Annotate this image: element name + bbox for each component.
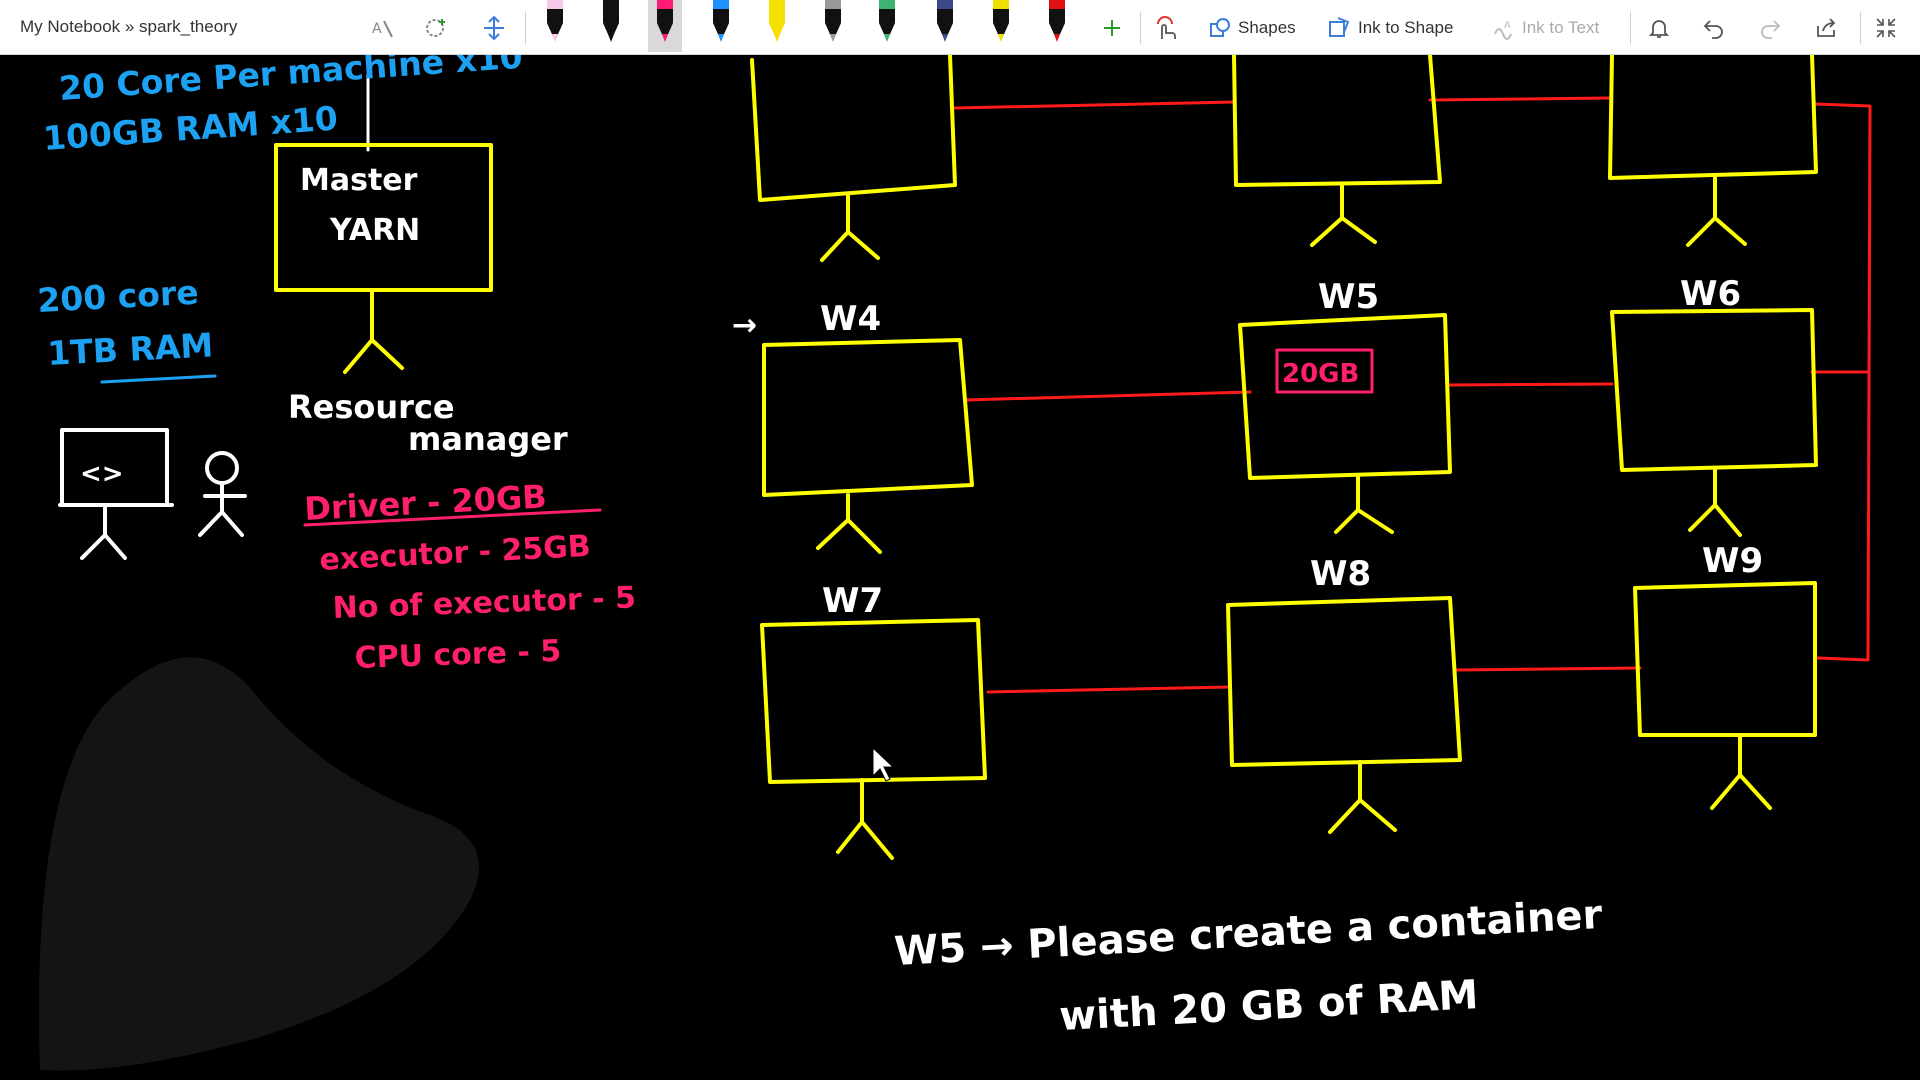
worker-w8 — [1226, 596, 1462, 834]
pen-red-icon[interactable] — [1040, 0, 1074, 52]
w6-label: W6 — [1680, 274, 1741, 314]
container-label: 20GB — [1282, 359, 1359, 389]
toolbar-separator — [525, 12, 526, 44]
onenote-toolbar: My Notebook » spark_theory A Shapes Ink … — [0, 0, 1920, 55]
shapes-button[interactable]: Shapes — [1208, 10, 1296, 46]
highlighter-yellow-icon[interactable] — [760, 0, 794, 52]
drawing-canvas[interactable]: 20 Core Per machine x10 100GB RAM x10 20… — [0, 55, 1920, 1080]
cpu-core-text: CPU core - 5 — [354, 634, 562, 676]
w7-label: W7 — [822, 581, 883, 621]
add-pen-icon[interactable] — [1094, 10, 1130, 46]
pen-green-icon[interactable] — [870, 0, 904, 52]
client-machine — [58, 428, 174, 560]
worker-w7 — [760, 618, 987, 860]
bell-icon[interactable] — [1641, 10, 1677, 46]
total-underline — [100, 374, 217, 384]
ink-to-text-icon: A — [1494, 20, 1512, 40]
resource-label: Resource — [288, 388, 455, 426]
pen-pink-icon[interactable] — [648, 0, 682, 52]
w5-label: W5 — [1318, 277, 1379, 317]
total-line1: 200 core — [36, 273, 199, 320]
svg-text:A: A — [1504, 20, 1511, 31]
pen-yellow-icon[interactable] — [984, 0, 1018, 52]
ink-to-shape-label: Ink to Shape — [1358, 18, 1454, 37]
pen-blue-icon[interactable] — [704, 0, 738, 52]
ink-to-shape-button[interactable]: Ink to Shape — [1328, 10, 1453, 46]
add-space-icon[interactable] — [418, 10, 454, 46]
network-links — [953, 96, 1872, 694]
share-icon[interactable] — [1808, 10, 1844, 46]
master-label: Master — [300, 163, 418, 198]
insert-space-icon[interactable] — [476, 10, 512, 46]
worker-w4 — [762, 338, 974, 554]
lasso-select-icon[interactable]: A — [365, 10, 401, 46]
mouse-cursor-icon — [872, 746, 895, 782]
ink-to-text-label: Ink to Text — [1522, 18, 1600, 37]
w4-arrow: → — [732, 308, 757, 343]
pen-black-1-icon[interactable] — [538, 0, 572, 52]
driver-text: Driver - 20GB — [303, 477, 547, 528]
worker-w5 — [1238, 313, 1452, 534]
cluster-line1: 20 Core Per machine x10 — [58, 55, 524, 108]
toolbar-separator — [1860, 12, 1861, 44]
touch-drawing-icon[interactable] — [1148, 10, 1184, 46]
ink-to-shape-icon — [1329, 17, 1350, 37]
pen-black-2-icon[interactable] — [594, 0, 628, 52]
shapes-label: Shapes — [1238, 18, 1296, 37]
exit-fullscreen-icon[interactable] — [1868, 10, 1904, 46]
worker-row-top — [750, 55, 1818, 262]
w9-label: W9 — [1702, 541, 1763, 581]
pen-navy-icon[interactable] — [928, 0, 962, 52]
toolbar-separator — [1630, 12, 1631, 44]
executor-count-text: No of executor - 5 — [332, 580, 636, 626]
code-icon-label: <> — [80, 459, 124, 489]
scribble-blob — [39, 657, 479, 1071]
request-line2: with 20 GB of RAM — [1058, 972, 1479, 1040]
cluster-line2: 100GB RAM x10 — [42, 98, 339, 157]
request-line1: W5 → Please create a container — [893, 892, 1604, 975]
svg-text:A: A — [372, 21, 382, 37]
ink-to-text-button[interactable]: A Ink to Text — [1492, 10, 1599, 46]
executor-text: executor - 25GB — [319, 529, 592, 578]
breadcrumb[interactable]: My Notebook » spark_theory — [20, 17, 238, 36]
undo-icon[interactable] — [1696, 10, 1732, 46]
yarn-label: YARN — [329, 213, 420, 248]
worker-w6 — [1610, 308, 1818, 537]
pen-gray-icon[interactable] — [816, 0, 850, 52]
manager-label: manager — [408, 420, 568, 458]
master-node — [274, 73, 493, 374]
w8-label: W8 — [1310, 554, 1371, 594]
driver-underline — [303, 508, 602, 527]
total-line2: 1TB RAM — [46, 325, 214, 373]
worker-w9 — [1633, 581, 1817, 810]
redo-icon[interactable] — [1752, 10, 1788, 46]
user-figure — [198, 451, 247, 537]
toolbar-separator — [1140, 12, 1141, 44]
w4-label: W4 — [820, 299, 881, 339]
shapes-icon — [1210, 18, 1230, 37]
container-box — [1275, 348, 1374, 394]
